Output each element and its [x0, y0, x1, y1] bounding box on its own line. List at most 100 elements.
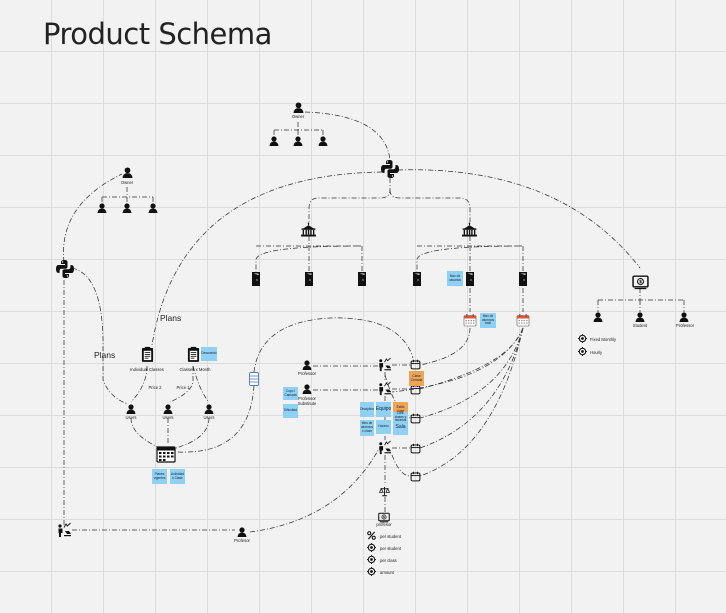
clipboard-icon[interactable] — [187, 346, 200, 362]
professor-right-label: Professor — [676, 323, 694, 328]
user-icon[interactable] — [593, 312, 603, 322]
calendar-outline-icon[interactable] — [410, 413, 421, 424]
sticky-note[interactable]: Max de alumnos total — [480, 313, 496, 328]
sticky-note[interactable]: Horario — [376, 420, 391, 434]
clipboard-icon[interactable] — [141, 346, 154, 362]
connectors — [63, 111, 685, 533]
sticky-note[interactable]: Disciplina — [360, 402, 374, 417]
user-icon[interactable] — [269, 136, 279, 146]
python-left-to-users — [71, 267, 129, 405]
door-icon[interactable] — [252, 272, 260, 286]
scale-icon[interactable] — [379, 486, 390, 497]
calendar-outline-icon[interactable] — [410, 471, 421, 482]
user-icon[interactable] — [148, 203, 158, 213]
sticky-note[interactable]: Equipo — [376, 402, 391, 417]
calendar-icon[interactable] — [463, 313, 477, 327]
python-to-plans — [151, 171, 383, 346]
task-icon[interactable] — [378, 440, 392, 455]
user-icon[interactable] — [122, 203, 132, 213]
owner-left-label: Owner — [120, 180, 134, 185]
calendar-grid-icon[interactable] — [156, 446, 176, 463]
calendar2-fan-2 — [419, 327, 524, 419]
professor-mid-user-icon[interactable] — [302, 360, 312, 370]
python-main-icon[interactable] — [381, 160, 399, 178]
hourly-label: Hourly — [590, 350, 603, 355]
plans-upper-label: Plans — [160, 313, 182, 323]
sticky-note[interactable]: Actividad x Clase — [170, 469, 185, 484]
target-icon[interactable] — [578, 334, 587, 343]
owner-top-connector — [273, 122, 324, 136]
calgrid-to-db — [177, 384, 255, 453]
calendar2-fan-1 — [419, 327, 524, 390]
student-user-icon[interactable] — [635, 312, 645, 322]
professor-to-task-low — [249, 446, 381, 533]
professor-bottom-label: Profesor — [234, 538, 250, 543]
sticky-note[interactable]: Cupo / Camada — [283, 387, 298, 400]
db-icon[interactable] — [249, 372, 259, 386]
python-to-money — [397, 169, 641, 269]
percent-icon[interactable] — [367, 531, 376, 540]
user-icon[interactable] — [293, 136, 303, 146]
sticky-note[interactable]: Max de usuarios — [447, 271, 463, 286]
user-icon[interactable] — [97, 203, 107, 213]
professor-bottom-user-icon[interactable] — [237, 527, 247, 537]
users-label: Users — [162, 415, 174, 420]
door-icon[interactable] — [413, 272, 421, 286]
sticky-note[interactable]: Sala — [393, 421, 408, 435]
calendar2-fan-5 — [391, 327, 524, 393]
python-top-split — [308, 178, 471, 222]
sticky-note[interactable]: Planes vigentes — [152, 469, 167, 484]
student-label: Student — [632, 323, 648, 328]
target-icon[interactable] — [367, 555, 376, 564]
sticky-note[interactable]: Descuento — [201, 347, 217, 361]
building-left-split — [255, 236, 363, 272]
task-icon[interactable] — [378, 357, 392, 372]
task-left-icon[interactable] — [57, 522, 72, 538]
door-icon[interactable] — [358, 272, 366, 286]
clipboard-split — [130, 365, 210, 403]
professor-sub-user-icon[interactable] — [302, 384, 312, 394]
per-student-label-2: per student — [380, 546, 401, 551]
per-class-label: per class — [380, 558, 397, 563]
user-icon[interactable] — [126, 404, 136, 414]
calendar-outline-icon[interactable] — [410, 443, 421, 454]
price-1-label: Price 1 — [176, 385, 190, 390]
users-to-calgrid — [130, 417, 210, 449]
building-right-split — [416, 236, 524, 272]
professor-label: Professor — [298, 371, 316, 376]
page-title: Product Schema — [43, 17, 272, 51]
target-icon[interactable] — [367, 543, 376, 552]
professor-substitute-label: Professor Substitute — [297, 396, 317, 406]
owner-left-user-icon[interactable] — [122, 167, 133, 178]
user-icon[interactable] — [163, 404, 173, 414]
calendar-outline-icon[interactable] — [410, 359, 421, 370]
per-student-label: per student — [380, 534, 401, 539]
python-left-to-owner — [63, 173, 123, 263]
professor-right-user-icon[interactable] — [679, 312, 689, 322]
calendar-icon[interactable] — [516, 313, 530, 327]
door-icon[interactable] — [305, 272, 313, 286]
classes-month-label: Classes x Month — [179, 367, 211, 372]
sticky-note[interactable]: Mes de alumnos x clase — [360, 420, 374, 436]
sticky-note[interactable]: Dificultad — [283, 404, 298, 418]
python-left-icon[interactable] — [56, 260, 74, 278]
user-icon[interactable] — [318, 136, 328, 146]
owner-top-user-icon[interactable] — [293, 102, 304, 113]
owner-left-connector — [101, 187, 154, 202]
target-icon[interactable] — [367, 567, 376, 576]
building-right-icon[interactable] — [462, 222, 477, 237]
door-icon[interactable] — [519, 272, 527, 286]
fixed-monthly-label: Fixed Monthly — [590, 337, 617, 342]
calendar2-fan-3 — [419, 327, 524, 449]
task-to-cal-4 — [391, 454, 411, 477]
individual-classes-label: Individual Classes — [130, 367, 164, 372]
door-icon[interactable] — [466, 272, 474, 286]
sticky-note[interactable]: Clase Cerrada — [409, 371, 424, 386]
target-icon[interactable] — [578, 347, 587, 356]
money-split — [597, 288, 685, 312]
money-icon[interactable] — [632, 275, 649, 290]
sticky-note[interactable]: Cant. clases y horarios — [393, 412, 408, 423]
building-left-icon[interactable] — [301, 222, 316, 237]
user-icon[interactable] — [204, 404, 214, 414]
users-label: Users — [203, 415, 215, 420]
